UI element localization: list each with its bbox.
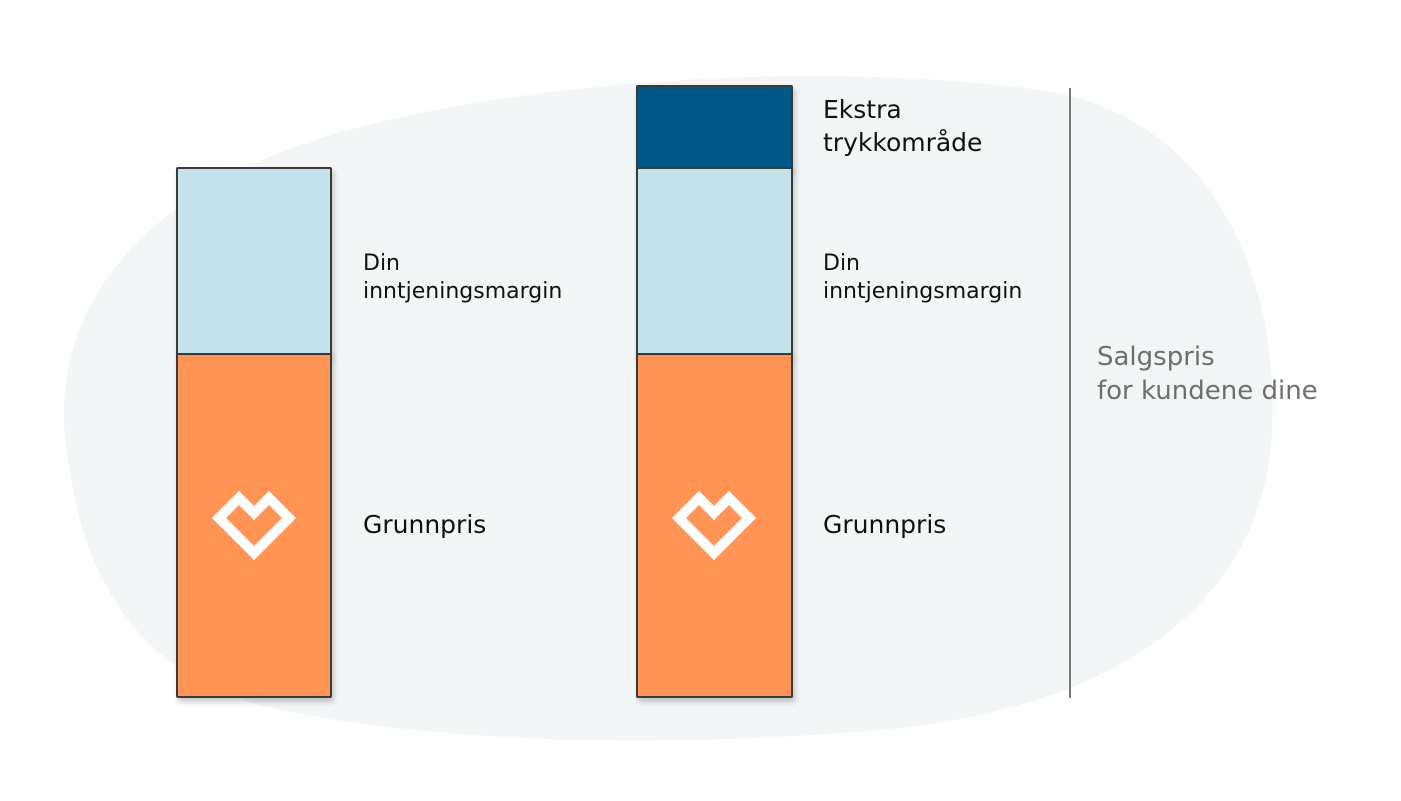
right-margin-segment [636, 167, 793, 356]
left-margin-label-line1: Din [363, 251, 400, 276]
right-extra-label-line1: Ekstra [823, 95, 902, 124]
left-margin-segment [176, 167, 332, 356]
sales-price-divider [1069, 88, 1071, 698]
right-margin-label-line1: Din [823, 251, 860, 276]
left-base-price-label: Grunnpris [363, 510, 487, 539]
right-extra-print-area-segment [636, 85, 793, 170]
right-base-price-label: Grunnpris [823, 510, 947, 539]
right-extra-print-area-label: Ekstra trykkområde [823, 94, 982, 159]
sales-price-line2: for kundene dine [1097, 375, 1318, 406]
left-base-price-segment [176, 353, 332, 698]
heart-logo-icon [211, 490, 297, 561]
right-margin-label-line2: inntjeningsmargin [823, 278, 1023, 304]
right-margin-label: Din inntjeningsmargin [823, 250, 1022, 305]
right-base-price-segment [636, 353, 793, 698]
left-margin-label-line2: inntjeningsmargin [363, 278, 563, 304]
left-margin-label: Din inntjeningsmargin [363, 250, 562, 305]
sales-price-line1: Salgspris [1097, 342, 1215, 372]
right-extra-label-line2: trykkområde [823, 127, 983, 157]
heart-logo-icon [671, 490, 757, 561]
sales-price-label: Salgspris for kundene dine [1097, 341, 1318, 409]
